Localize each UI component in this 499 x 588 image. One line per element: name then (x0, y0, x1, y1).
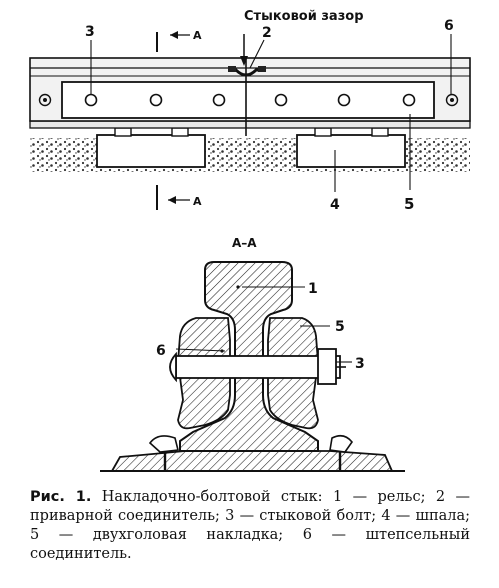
welded-bond (228, 68, 266, 77)
section-callout-6: 6 (156, 343, 166, 359)
callout-5: 5 (404, 195, 414, 213)
bolts (84, 93, 416, 107)
section-marker-bottom: А (193, 195, 202, 208)
joint-bar (61, 81, 435, 119)
section-marker-top: А (193, 29, 202, 42)
gap-label: Стыковой зазор (244, 9, 364, 24)
section-callout-1: 1 (308, 281, 318, 297)
sleeper-right (296, 134, 406, 168)
top-view: Стыковой зазор 3 2 6 4 5 А А (29, 9, 471, 213)
sleeper-left (96, 134, 206, 168)
rail-foot (29, 120, 471, 129)
joint-bolt (169, 348, 346, 385)
section-callout-5: 5 (335, 319, 345, 335)
figure-caption-text: Накладочно-болтовой стык: 1 — рельс; 2 —… (30, 489, 471, 562)
section-view: А–А 1 5 (100, 236, 405, 472)
figure-label: Рис. 1. (30, 489, 92, 505)
plug-connector-left (38, 93, 52, 107)
callout-2: 2 (262, 25, 272, 41)
tie-clamps (148, 434, 353, 472)
callout-6: 6 (444, 18, 454, 34)
section-title: А–А (232, 236, 257, 250)
section-callout-3: 3 (355, 356, 365, 372)
callout-4: 4 (330, 197, 340, 213)
tie-plate (110, 450, 394, 472)
figure-caption: Рис. 1. Накладочно-болтовой стык: 1 — ре… (30, 488, 470, 564)
callout-3: 3 (85, 24, 95, 40)
plug-connector-right (445, 93, 459, 107)
